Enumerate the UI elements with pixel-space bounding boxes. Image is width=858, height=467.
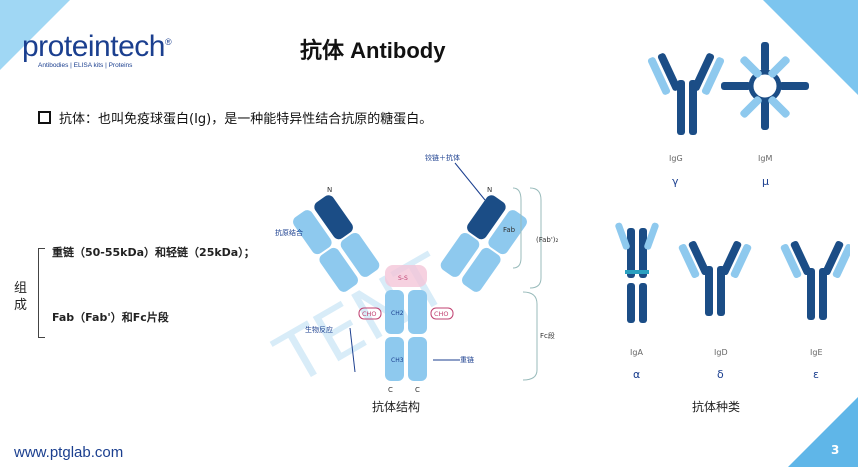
fc-ch3-right [408,337,427,381]
left-cl-domain [319,247,358,292]
bullet-square-icon [38,111,51,124]
fc-ch2-left [385,290,404,334]
fc-bracket [522,291,538,381]
right-cl-domain [462,247,501,292]
ch3-label: CH3 [391,357,404,364]
hinge-arrow-label: 铰链＋抗体 [425,153,460,162]
composition-item-chains: 重链（50-55kDa）和轻链（25kDa）； [52,246,255,259]
brand-name: proteintech [22,30,165,63]
igd-figure [678,240,752,316]
footer-website[interactable]: www.ptglab.com [14,444,124,461]
effector-line [349,327,356,373]
igg-figure [647,53,725,135]
intro-bullet: 抗体：也叫免疫球蛋白(Ig)，是一种能特异性结合抗原的糖蛋白。 [38,108,432,127]
igg-greek: γ [672,175,679,188]
ige-figure [780,240,850,320]
composition-label: 组成 [14,281,28,313]
ss-bond-label: S-S [398,275,408,282]
cho-label-right: CHO [434,310,449,318]
fc-ch2-right [408,290,427,334]
cho-tag-left [358,307,382,320]
intro-text: 抗体：也叫免疫球蛋白(Ig)，是一种能特异性结合抗原的糖蛋白。 [59,112,433,127]
effector-label: 生物反应 [305,325,333,334]
left-ch1-domain [340,232,380,277]
iga-figure [615,222,659,323]
page-number: 3 [831,443,840,457]
types-caption: 抗体种类 [692,400,741,414]
structure-caption: 抗体结构 [372,400,421,414]
igm-label: IgM [758,154,773,163]
igm-greek: μ [762,175,769,188]
composition-item-fragments: Fab（Fab'）和Fc片段 [52,311,169,324]
n-terminus-right: N [487,186,492,194]
antibody-structure-diagram: TENT CH2 CH3 S-S N N C C CHO CHO 铰链＋抗体 抗… [262,153,559,400]
heavy-chain-label: 重链 [460,355,474,364]
left-vh-domain [314,195,353,240]
igd-greek: δ [717,368,724,381]
hinge-arrow [454,162,486,201]
fab2-label: (Fab')₂ [536,236,559,244]
right-vl-domain [488,210,527,255]
cho-tag-right [430,307,454,320]
fc-label: Fc段 [540,331,555,340]
right-ch1-domain [440,232,480,277]
igg-label: IgG [669,154,683,163]
slide-title: 抗体 Antibody [300,38,446,63]
igd-label: IgD [714,348,728,357]
ch2-label: CH2 [391,310,404,317]
right-vh-domain [467,195,506,240]
fab2-bracket [529,187,542,289]
corner-decoration-bottom-right [788,397,858,467]
iga-label: IgA [630,348,643,357]
brand-tagline: Antibodies | ELISA kits | Proteins [38,62,133,69]
ige-label: IgE [810,348,823,357]
composition-bracket [38,248,45,338]
fab-label: Fab [503,226,516,234]
hinge-region [385,265,427,287]
brand-logo: proteintech® [22,30,172,64]
igm-figure [721,42,809,130]
c-terminus-right: C [415,386,420,394]
left-vl-domain [293,210,332,255]
fc-ch3-left [385,337,404,381]
cho-label-left: CHO [362,310,377,318]
antigen-binding-label: 抗原结合 [275,228,303,237]
corner-decoration-top-left [0,0,70,70]
c-terminus-left: C [388,386,393,394]
ige-greek: ε [813,368,819,381]
registered-mark: ® [164,37,172,47]
antibody-types-diagram [615,42,850,323]
n-terminus-left: N [327,186,332,194]
fab-bracket [512,187,522,269]
iga-greek: α [633,368,641,381]
